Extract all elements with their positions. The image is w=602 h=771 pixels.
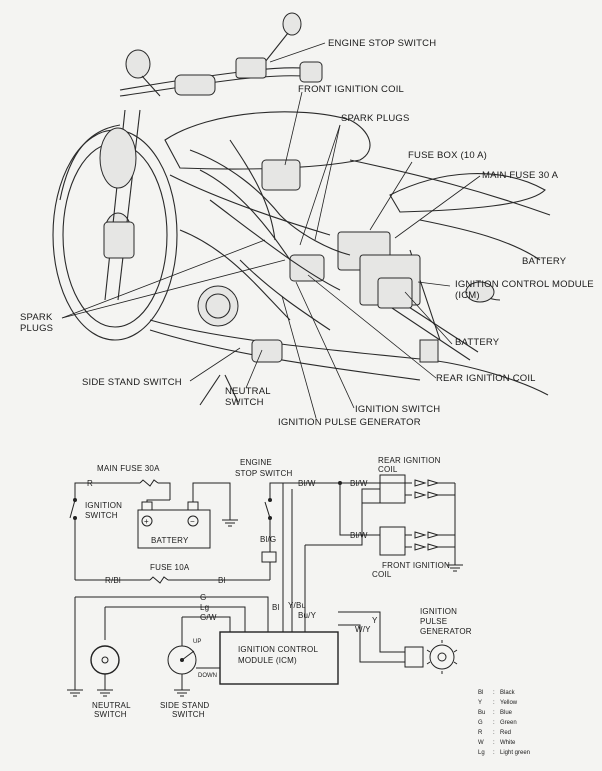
wire-color-legend: Bl Black Y Yellow Bu Blue G Green R Red … xyxy=(478,690,530,756)
label-engine-stop-2: STOP SWITCH xyxy=(235,469,292,478)
wire-bl-fuse: Bl xyxy=(218,576,226,585)
label-rear-ignition-coil: REAR IGNITION COIL xyxy=(436,373,536,384)
svg-text::: : xyxy=(493,750,495,756)
label-pulse-gen-2: PULSE xyxy=(420,617,447,626)
legend-code: Bl xyxy=(478,690,483,696)
label-neutral-switch-2: SWITCH xyxy=(225,397,264,408)
label-sidestand-2: SWITCH xyxy=(172,710,205,719)
front-wheel xyxy=(52,109,178,341)
ignition-switch-symbol: IGNITION SWITCH xyxy=(69,498,122,580)
svg-text::: : xyxy=(493,720,495,726)
label-up: UP xyxy=(193,639,201,645)
label-ignition-switch-2: SWITCH xyxy=(85,511,118,520)
wire-r-bl: R/Bl xyxy=(105,576,121,585)
wire-bl-icm: Bl xyxy=(272,603,280,612)
svg-text::: : xyxy=(493,740,495,746)
legend-name: Black xyxy=(500,690,516,696)
legend-name: Green xyxy=(500,720,517,726)
label-icm-2: MODULE (ICM) xyxy=(238,656,297,665)
legend-code: R xyxy=(478,730,483,736)
label-icm-1: IGNITION CONTROL xyxy=(238,645,318,654)
leader-lines xyxy=(61,42,481,419)
legend-code: W xyxy=(478,740,484,746)
wire-bl-w-c: Bl/W xyxy=(350,531,368,540)
label-engine-stop-1: ENGINE xyxy=(240,458,272,467)
engine-stop-switch-symbol: ENGINE STOP SWITCH Bl/G xyxy=(235,458,405,580)
label-ignition-pulse-generator: IGNITION PULSE GENERATOR xyxy=(278,417,421,428)
frame-and-tank xyxy=(149,111,551,406)
legend-name: Blue xyxy=(500,710,513,716)
wire-r: R xyxy=(87,479,93,488)
pulse-generator-symbol: IGNITION PULSE GENERATOR xyxy=(404,607,472,674)
legend-name: Light green xyxy=(500,750,530,756)
wire-bl-g: Bl/G xyxy=(260,535,276,544)
motorcycle-illustration: ENGINE STOP SWITCH FRONT IGNITION COIL S… xyxy=(20,12,594,428)
label-front-coil-2: COIL xyxy=(372,570,392,579)
legend-code: Bu xyxy=(478,710,485,716)
side-stand-switch-symbol: UP DOWN SIDE STAND SWITCH xyxy=(160,639,220,719)
label-main-fuse-30a: MAIN FUSE 30A xyxy=(97,464,160,473)
battery-minus: − xyxy=(190,517,195,526)
wire-y: Y xyxy=(372,616,378,625)
legend-code: Y xyxy=(478,700,482,706)
label-side-stand-switch: SIDE STAND SWITCH xyxy=(82,377,182,388)
neutral-switch-symbol: NEUTRAL SWITCH xyxy=(90,645,131,719)
svg-text::: : xyxy=(493,710,495,716)
svg-text::: : xyxy=(493,690,495,696)
label-spark-plugs-left-2: PLUGS xyxy=(20,323,53,334)
label-pulse-gen-1: IGNITION xyxy=(420,607,457,616)
wire-bl-w-b: Bl/W xyxy=(350,479,368,488)
label-main-fuse: MAIN FUSE 30 A xyxy=(482,170,559,181)
label-sidestand-1: SIDE STAND xyxy=(160,701,209,710)
label-icm-line1: IGNITION CONTROL MODULE xyxy=(455,279,594,290)
legend-name: Yellow xyxy=(500,700,518,706)
label-rear-coil-2: COIL xyxy=(378,465,398,474)
wire-bu-y: Bu/Y xyxy=(298,611,317,620)
label-down: DOWN xyxy=(198,673,217,679)
label-battery: BATTERY xyxy=(455,337,500,348)
wire-y-bu: Y/Bu xyxy=(288,601,306,610)
label-front-coil-1: FRONT IGNITION xyxy=(382,561,450,570)
handlebar xyxy=(119,12,323,97)
label-battery-schematic: BATTERY xyxy=(151,536,189,545)
rear-coil-symbol: REAR IGNITION COIL xyxy=(361,456,455,504)
front-coil-symbol: FRONT IGNITION COIL xyxy=(372,526,455,579)
label-fuse-10a: FUSE 10A xyxy=(150,563,190,572)
wire-bl-w-a: Bl/W xyxy=(298,479,316,488)
wiring-schematic: MAIN FUSE 30A R + − BATTERY IGNITION SWI… xyxy=(67,456,530,756)
label-ignition-switch-1: IGNITION xyxy=(85,501,122,510)
legend-code: Lg xyxy=(478,750,485,756)
svg-text::: : xyxy=(493,730,495,736)
label-spark-plugs-top: SPARK PLUGS xyxy=(341,113,410,124)
label-front-ignition-coil: FRONT IGNITION COIL xyxy=(298,84,404,95)
wire-w-y: W/Y xyxy=(355,625,371,634)
legend-name: Red xyxy=(500,730,511,736)
battery-plus: + xyxy=(144,517,149,526)
battery-symbol: + − BATTERY xyxy=(137,501,211,549)
label-pulse-gen-3: GENERATOR xyxy=(420,627,472,636)
legend-name: White xyxy=(500,740,516,746)
label-rear-coil-1: REAR IGNITION xyxy=(378,456,441,465)
label-neutral-1: NEUTRAL xyxy=(92,701,131,710)
icm-box: IGNITION CONTROL MODULE (ICM) xyxy=(219,631,339,685)
coils-battery-area xyxy=(179,139,421,331)
label-spark-plugs-left-1: SPARK xyxy=(20,312,53,323)
label-icm-line2: (ICM) xyxy=(455,290,480,301)
svg-text::: : xyxy=(493,700,495,706)
wire-g-w: G/W xyxy=(200,613,217,622)
wire-g: G xyxy=(200,593,206,602)
label-fuse-box: FUSE BOX (10 A) xyxy=(408,150,487,161)
legend-code: G xyxy=(478,720,483,726)
label-battery-top: BATTERY xyxy=(522,256,567,267)
label-engine-stop-switch: ENGINE STOP SWITCH xyxy=(328,38,436,49)
label-neutral-2: SWITCH xyxy=(94,710,127,719)
wire-lg: Lg xyxy=(200,603,209,612)
label-ignition-switch: IGNITION SWITCH xyxy=(355,404,440,415)
label-neutral-switch-1: NEUTRAL xyxy=(225,386,271,397)
